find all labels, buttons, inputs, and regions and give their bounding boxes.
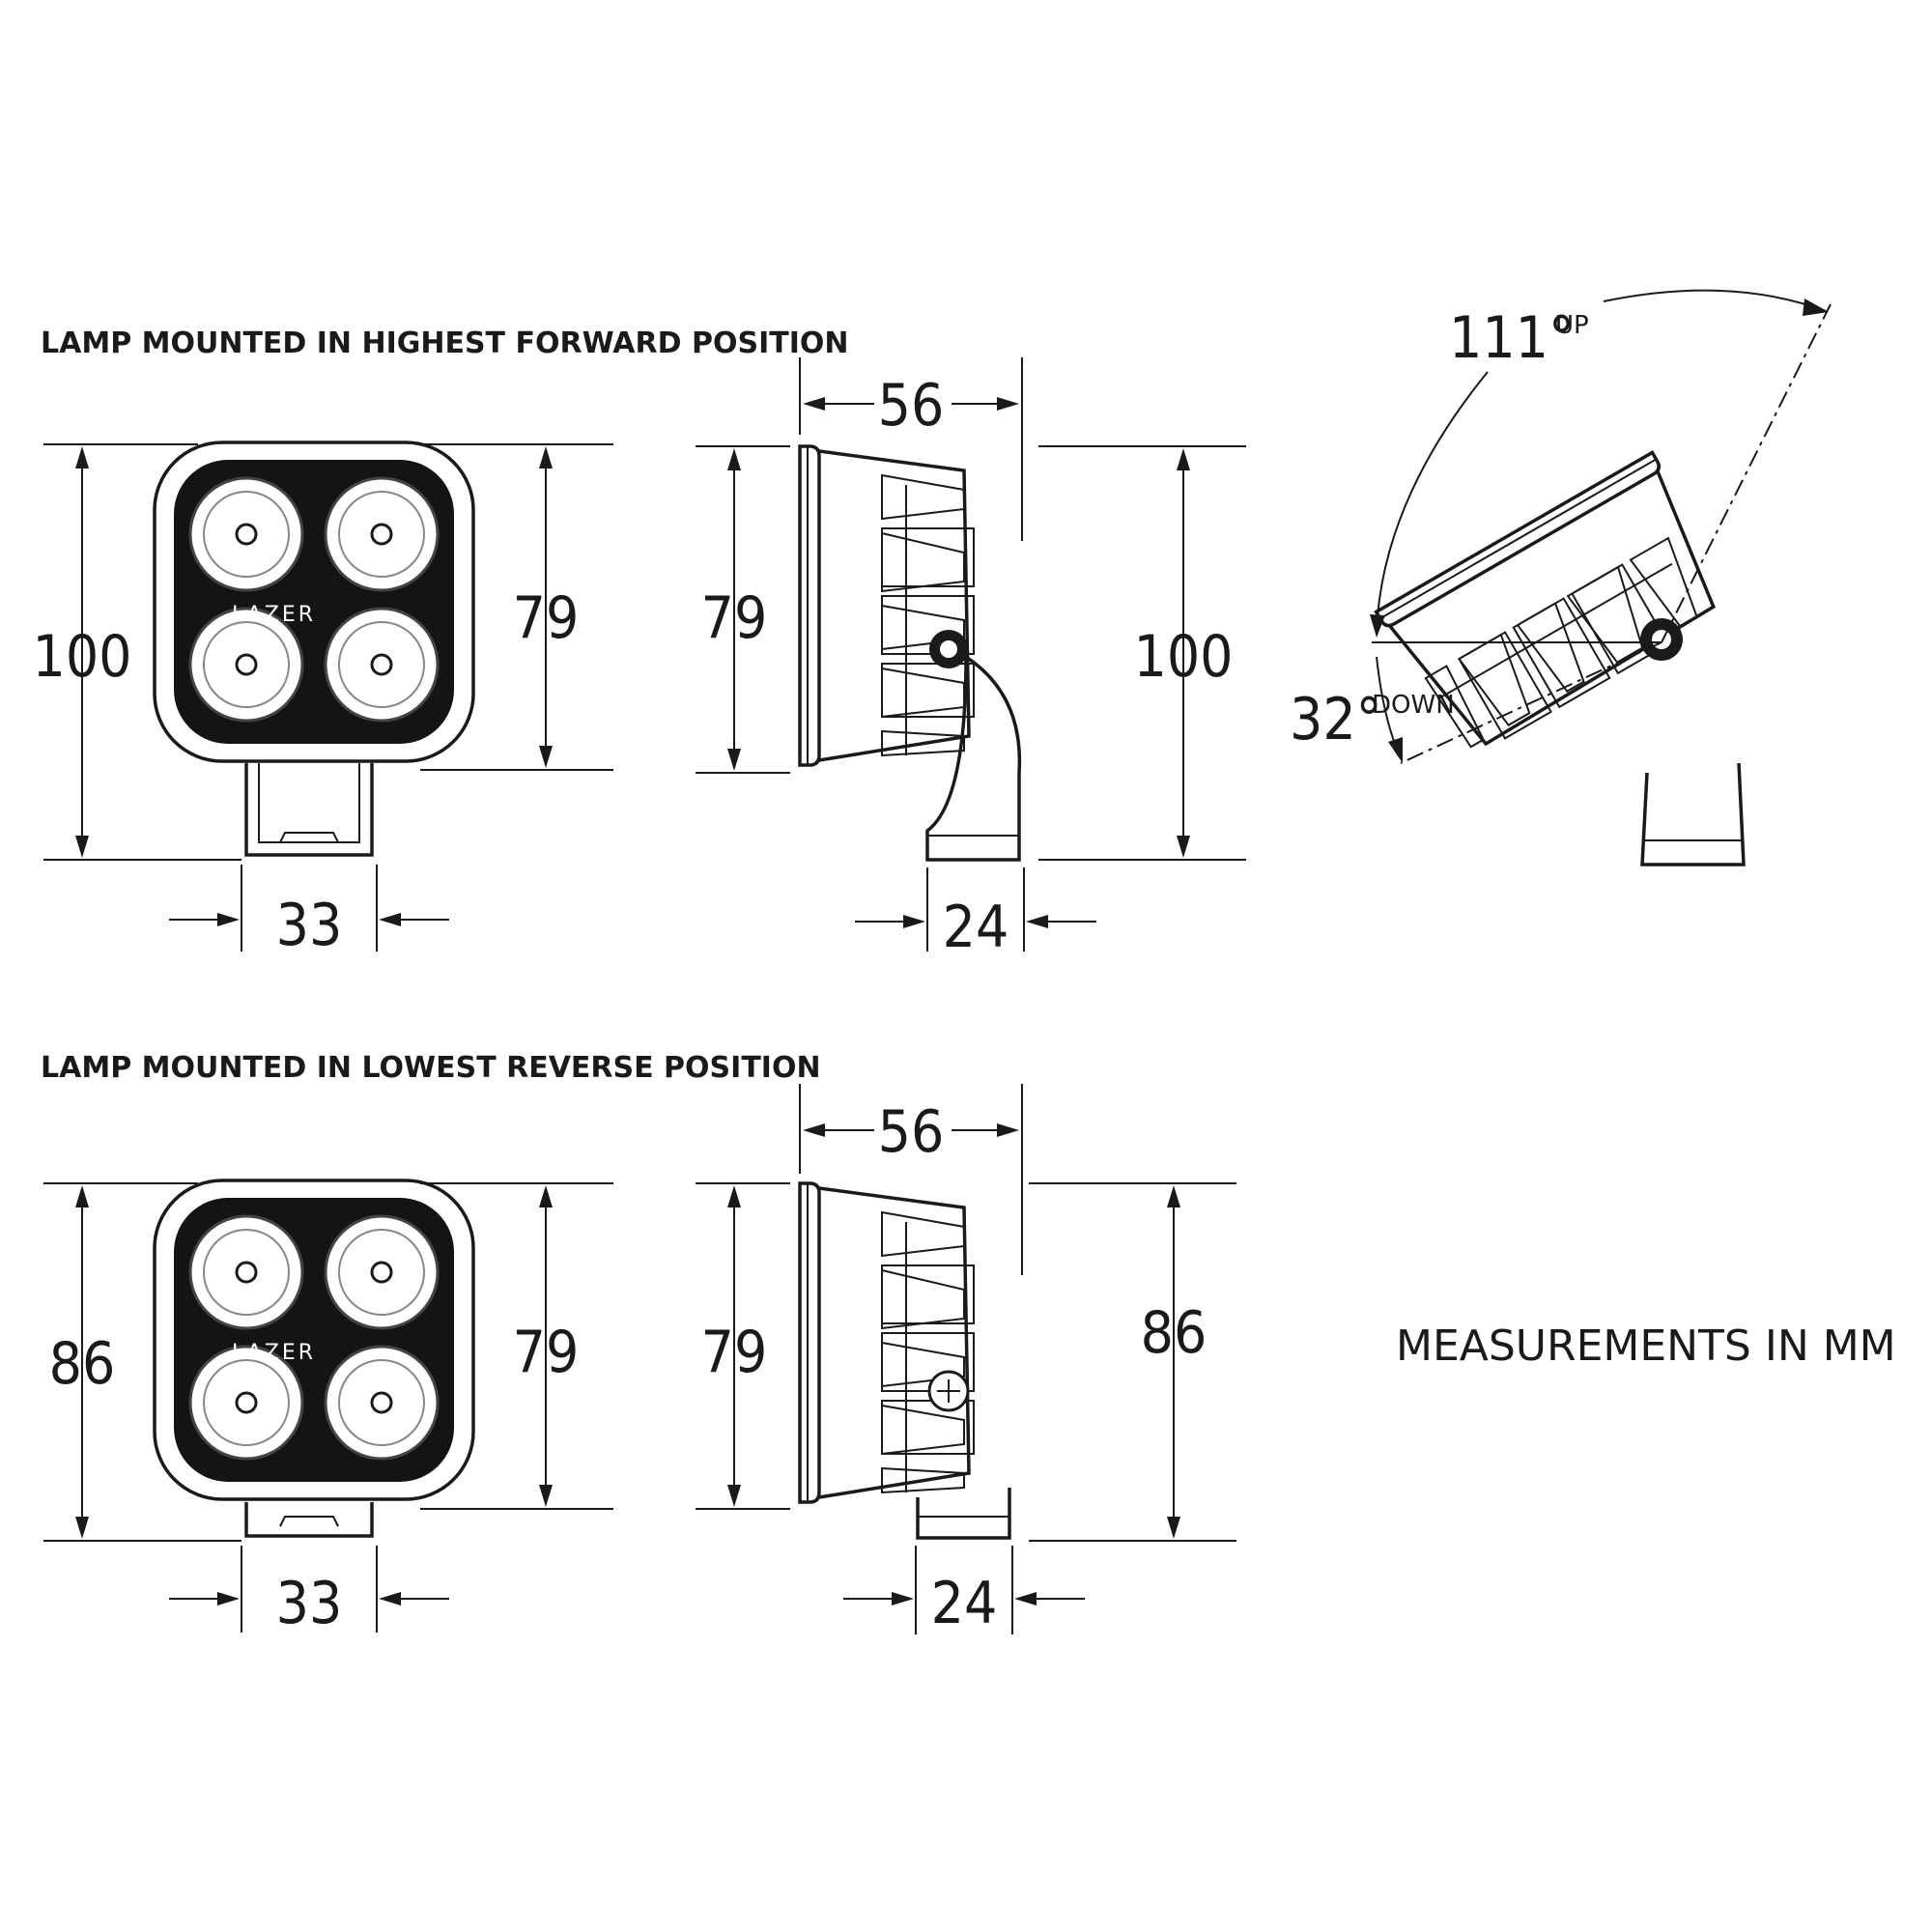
- top-front-view: LAZER: [153, 440, 475, 857]
- tilt-down-label: DOWN: [1372, 691, 1455, 720]
- tilt-up-value: 111°: [1449, 304, 1575, 372]
- bottom-side-body-height: 79: [701, 1319, 768, 1386]
- top-front-bracket-width: 33: [276, 892, 343, 959]
- top-side-body-height: 79: [701, 584, 768, 652]
- top-front-body-height: 79: [513, 584, 580, 652]
- top-side-view: [798, 444, 1022, 862]
- bottom-side-bracket-width: 24: [931, 1570, 998, 1637]
- bottom-front-body-height: 79: [513, 1319, 580, 1386]
- bottom-front-view: LAZER: [153, 1179, 475, 1538]
- top-side-dimensions: 56 79 100 24: [696, 357, 1246, 961]
- bottom-side-width: 56: [878, 1098, 945, 1166]
- brand-logo-bottom: LAZER: [232, 1341, 316, 1365]
- bottom-side-view: [798, 1181, 1011, 1540]
- tilt-down-value: 32°: [1290, 686, 1382, 753]
- tilted-view: [1370, 289, 1832, 867]
- top-front-dimensions: 100 79 33: [32, 443, 613, 959]
- tilt-up-label: UP: [1555, 311, 1589, 340]
- bottom-front-bracket-width: 33: [276, 1570, 343, 1637]
- brand-logo: LAZER: [232, 603, 316, 627]
- bottom-section-title: LAMP MOUNTED IN LOWEST REVERSE POSITION: [41, 1051, 821, 1085]
- top-front-overall-height: 100: [32, 623, 131, 691]
- bottom-side-overall-height: 86: [1141, 1299, 1208, 1367]
- measurements-note: MEASUREMENTS IN MM: [1396, 1321, 1896, 1371]
- top-section-title: LAMP MOUNTED IN HIGHEST FORWARD POSITION: [41, 327, 848, 360]
- bottom-front-dimensions: 86 79 33: [43, 1182, 613, 1637]
- bottom-side-dimensions: 56 79 86 24: [696, 1084, 1236, 1637]
- top-side-width: 56: [878, 372, 945, 440]
- bottom-front-overall-height: 86: [49, 1330, 116, 1398]
- top-side-overall-height: 100: [1133, 623, 1233, 691]
- top-side-bracket-width: 24: [943, 894, 1009, 961]
